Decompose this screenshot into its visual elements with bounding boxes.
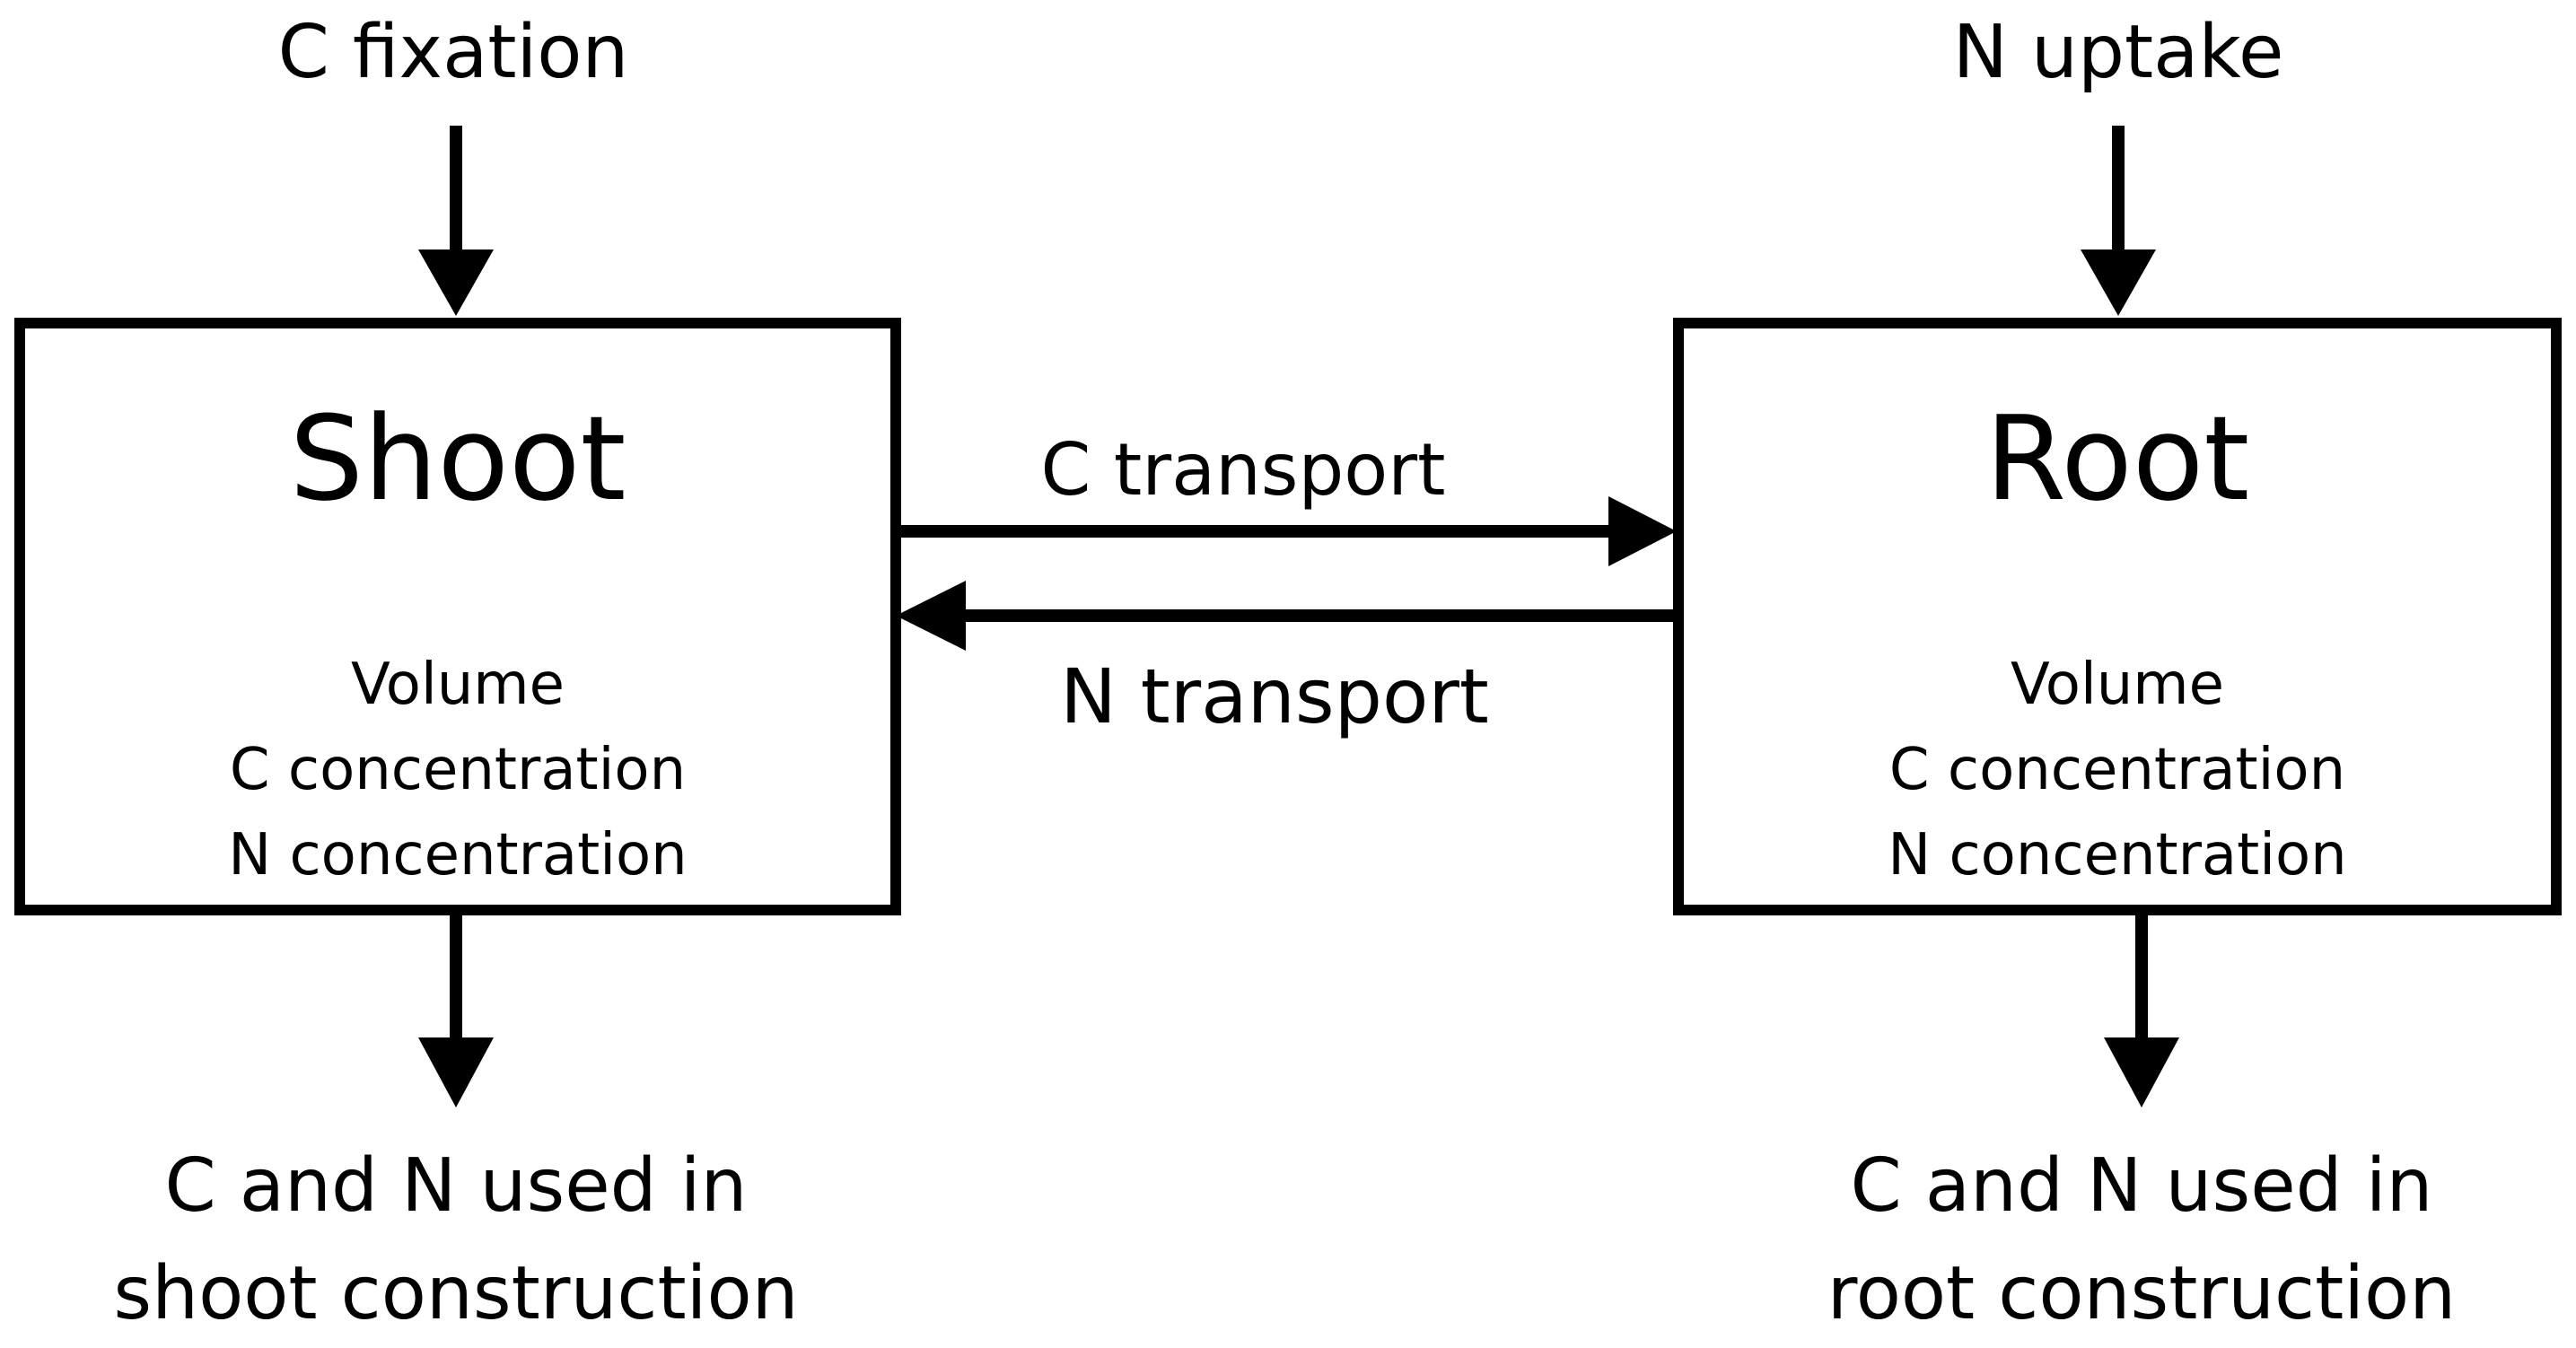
- c-fixation-label: C fixation: [277, 10, 629, 95]
- shoot-title: Shoot: [289, 390, 626, 527]
- root-property-n-concentration: N concentration: [1888, 822, 2347, 888]
- c-transport-arrow: [896, 496, 1677, 566]
- shoot-property-volume: Volume: [350, 652, 565, 718]
- c-transport-label: C transport: [1040, 428, 1446, 512]
- root-output-label: C and N used in root construction: [1827, 1133, 2456, 1348]
- n-transport-arrow: [896, 581, 1677, 651]
- shoot-output-line-1: C and N used in: [164, 1143, 748, 1229]
- shoot-property-c-concentration: C concentration: [229, 737, 687, 803]
- c-fixation-arrow: [418, 126, 494, 316]
- shoot-properties: Volume C concentration N concentration: [25, 643, 890, 898]
- shoot-property-n-concentration: N concentration: [228, 822, 688, 888]
- shoot-box: Shoot Volume C concentration N concentra…: [14, 318, 901, 915]
- n-uptake-arrow: [2081, 126, 2156, 316]
- n-transport-label: N transport: [1060, 652, 1489, 740]
- root-box: Root Volume C concentration N concentrat…: [1673, 318, 2562, 915]
- root-properties: Volume C concentration N concentration: [1684, 643, 2551, 898]
- n-uptake-label: N uptake: [1952, 10, 2284, 95]
- root-output-arrow: [2104, 914, 2179, 1107]
- root-property-volume: Volume: [2010, 652, 2225, 718]
- shoot-output-arrow: [418, 914, 494, 1107]
- root-title: Root: [1985, 390, 2250, 527]
- root-property-c-concentration: C concentration: [1888, 737, 2346, 803]
- root-output-line-1: C and N used in: [1850, 1143, 2433, 1229]
- shoot-output-line-2: shoot construction: [113, 1251, 799, 1336]
- root-output-line-2: root construction: [1827, 1251, 2457, 1336]
- shoot-output-label: C and N used in shoot construction: [113, 1133, 798, 1348]
